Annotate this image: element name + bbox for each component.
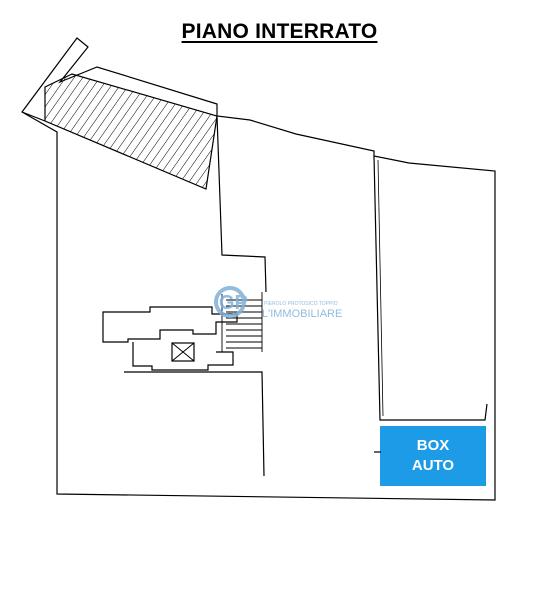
watermark-small: PIEROLO PROTOSICO TOPPIO — [264, 301, 338, 307]
box-auto-line2: AUTO — [411, 457, 455, 474]
garage-bay-inner — [377, 159, 384, 417]
lift-cross — [171, 342, 195, 362]
interior-wall-upper — [216, 115, 267, 293]
core-outline — [102, 306, 238, 343]
core-lower — [132, 342, 234, 371]
watermark-logo: GP — [219, 292, 248, 314]
garage-bay-wall — [373, 155, 488, 421]
plan-title-text: PIANO INTERRATO — [181, 20, 378, 43]
watermark: GP PIEROLO PROTOSICO TOPPIO L'IMMOBILIAR… — [214, 286, 342, 320]
ramp-edge — [21, 111, 46, 122]
plan-title: PIANO INTERRATO — [0, 20, 559, 44]
watermark-brand: L'IMMOBILIARE — [262, 308, 342, 320]
core-wall — [124, 371, 265, 477]
lift-shaft — [171, 342, 195, 362]
box-auto-line1: BOX — [416, 437, 450, 454]
hatched-ramp — [44, 73, 218, 190]
box-auto-label: BOX AUTO — [380, 426, 486, 486]
box-auto-area — [380, 426, 486, 486]
